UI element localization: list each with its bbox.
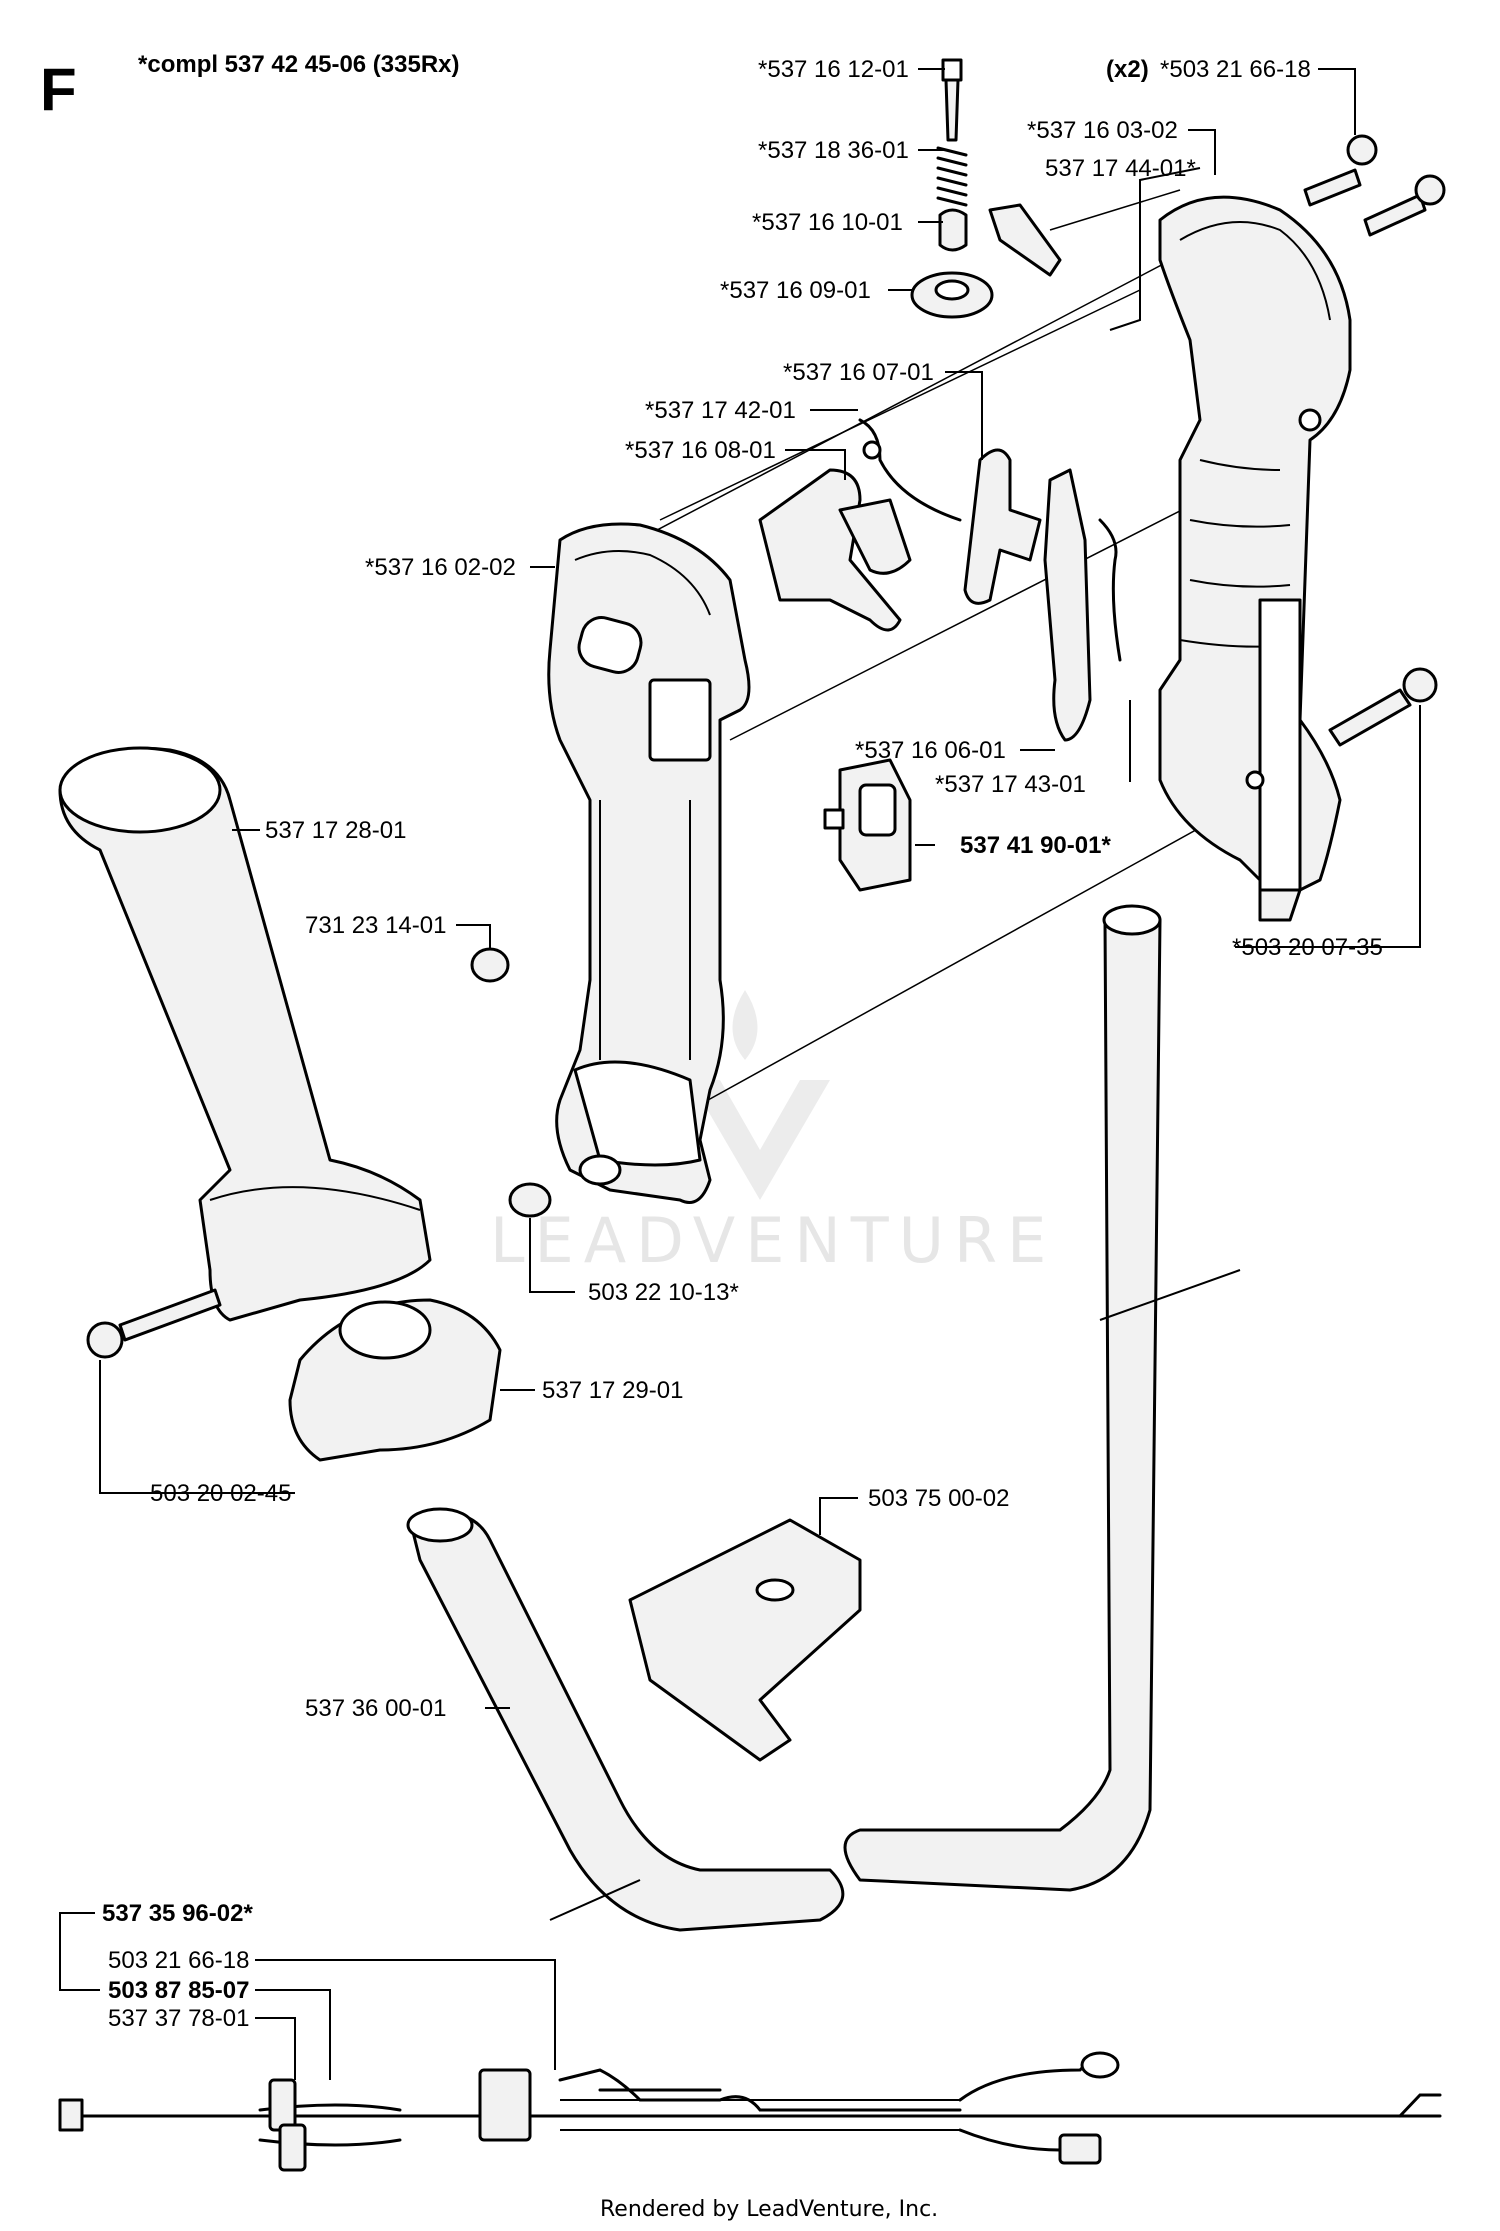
handle-clamp — [288, 1298, 502, 1462]
callout-731-23-14-01: 731 23 14-01 — [305, 912, 446, 939]
rear-handle-housing — [1158, 195, 1352, 922]
callout-537-17-44-01: 537 17 44-01* — [1045, 155, 1196, 182]
watermark-text: LEADVENTURE — [490, 1204, 1056, 1277]
callout-537-35-96-02: 537 35 96-02* — [102, 1900, 253, 1927]
side-bolt — [1328, 667, 1438, 747]
callout-503-21-66-18-kit: 503 21 66-18 — [108, 1947, 249, 1974]
callout-537-17-29-01: 537 17 29-01 — [542, 1377, 683, 1404]
callout-537-17-28-01: 537 17 28-01 — [265, 817, 406, 844]
callout-537-16-07-01: *537 16 07-01 — [783, 359, 934, 386]
callout-labels: *537 16 12-01 *537 18 36-01 *537 16 10-0… — [102, 56, 1383, 2032]
left-grip — [58, 746, 432, 1322]
callout-537-16-09-01: *537 16 09-01 — [720, 277, 871, 304]
callout-qty-x2: (x2) — [1106, 56, 1149, 83]
callout-537-41-90-01: 537 41 90-01* — [960, 832, 1111, 859]
callout-503-20-07-35: *503 20 07-35 — [1232, 934, 1383, 961]
callout-503-20-02-45: 503 20 02-45 — [150, 1480, 291, 1507]
callout-503-21-66-18-top: *503 21 66-18 — [1160, 56, 1311, 83]
stop-switch — [823, 758, 912, 892]
handle-tubes — [406, 904, 1241, 1932]
top-bolts — [1303, 134, 1446, 237]
callout-537-37-78-01: 537 37 78-01 — [108, 2005, 249, 2032]
front-handle-housing — [547, 522, 751, 1204]
nut-731 — [470, 947, 510, 983]
callout-537-16-10-01: *537 16 10-01 — [752, 209, 903, 236]
callout-503-75-00-02: 503 75 00-02 — [868, 1485, 1009, 1512]
callout-537-16-03-02: *537 16 03-02 — [1027, 117, 1178, 144]
tube-holder — [628, 1518, 862, 1762]
callout-537-17-42-01: *537 17 42-01 — [645, 397, 796, 424]
assembly-guide-lines — [599, 189, 1281, 1111]
callout-537-16-06-01: *537 16 06-01 — [855, 737, 1006, 764]
callout-537-18-36-01: *537 18 36-01 — [758, 137, 909, 164]
callout-537-16-08-01: *537 16 08-01 — [625, 437, 776, 464]
callout-537-16-12-01: *537 16 12-01 — [758, 56, 909, 83]
nut-503-22 — [508, 1182, 552, 1218]
throttle-cable — [58, 2051, 1442, 2172]
callout-503-22-10-13: 503 22 10-13* — [588, 1279, 739, 1306]
callout-537-16-02-02: *537 16 02-02 — [365, 554, 516, 581]
callout-537-17-43-01: *537 17 43-01 — [935, 771, 1086, 798]
watermark-flame-icon — [732, 990, 758, 1060]
throttle-clip — [988, 203, 1062, 277]
left-screw — [86, 1288, 222, 1359]
section-letter: F — [40, 56, 77, 123]
leader-lines — [59, 68, 1421, 2080]
watermark-logo-icon — [690, 1080, 830, 1200]
idle-adjuster-stack — [910, 58, 994, 319]
callout-537-36-00-01: 537 36 00-01 — [305, 1695, 446, 1722]
diagram-title: *compl 537 42 45-06 (335Rx) — [138, 51, 460, 78]
callout-503-87-85-07: 503 87 85-07 — [108, 1977, 249, 2004]
footer-credit: Rendered by LeadVenture, Inc. — [600, 2197, 938, 2222]
throttle-trigger-parts — [758, 418, 1122, 742]
watermark: LEADVENTURE — [490, 990, 1056, 1277]
